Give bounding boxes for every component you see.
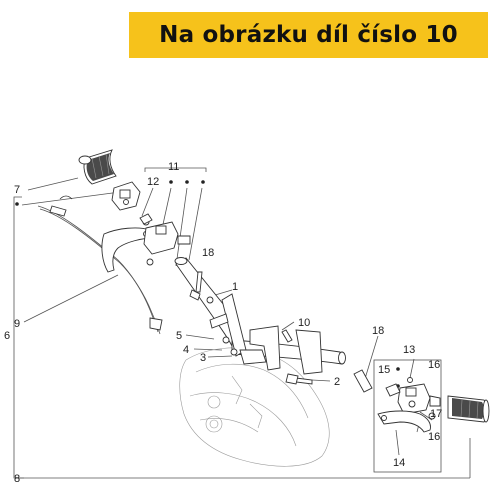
callout-15: 15 bbox=[378, 364, 390, 376]
callout-13: 13 bbox=[403, 344, 415, 356]
left-switch bbox=[111, 181, 141, 211]
callout-8: 8 bbox=[14, 473, 20, 485]
callout-1: 1 bbox=[232, 281, 238, 293]
callout-10: 10 bbox=[298, 317, 310, 329]
callout-5: 5 bbox=[176, 330, 182, 342]
callout-9: 9 bbox=[14, 318, 20, 330]
callout-labels: 1 2 3 4 5 6 7 8 9 10 11 12 13 14 15 16 1… bbox=[4, 161, 442, 485]
right-master-cylinder bbox=[385, 377, 441, 420]
callout-18-left: 18 bbox=[202, 247, 214, 259]
bolts bbox=[189, 271, 373, 393]
bracket-top bbox=[144, 167, 207, 172]
throttle-cable bbox=[37, 195, 163, 335]
callout-18-right: 18 bbox=[372, 325, 384, 337]
callout-16-top: 16 bbox=[428, 359, 440, 371]
handlebar bbox=[174, 257, 346, 375]
right-grip bbox=[447, 395, 490, 423]
callout-11: 11 bbox=[168, 161, 179, 173]
callout-3: 3 bbox=[200, 352, 206, 364]
bracket-left bbox=[13, 196, 471, 479]
callout-6: 6 bbox=[4, 330, 10, 342]
callout-7: 7 bbox=[14, 184, 20, 196]
left-master-cylinder bbox=[139, 213, 191, 266]
left-grip bbox=[78, 149, 117, 185]
callout-17: 17 bbox=[430, 408, 442, 420]
callout-4: 4 bbox=[183, 344, 189, 356]
bracket-right bbox=[373, 359, 442, 473]
right-lever bbox=[377, 410, 431, 433]
callout-14: 14 bbox=[393, 457, 405, 469]
part-number-banner: Na obrázku díl číslo 10 bbox=[129, 12, 488, 58]
callout-12: 12 bbox=[147, 176, 159, 188]
banner-text: Na obrázku díl číslo 10 bbox=[159, 22, 458, 48]
callout-2: 2 bbox=[334, 376, 340, 388]
callout-16-bottom: 16 bbox=[428, 431, 440, 443]
